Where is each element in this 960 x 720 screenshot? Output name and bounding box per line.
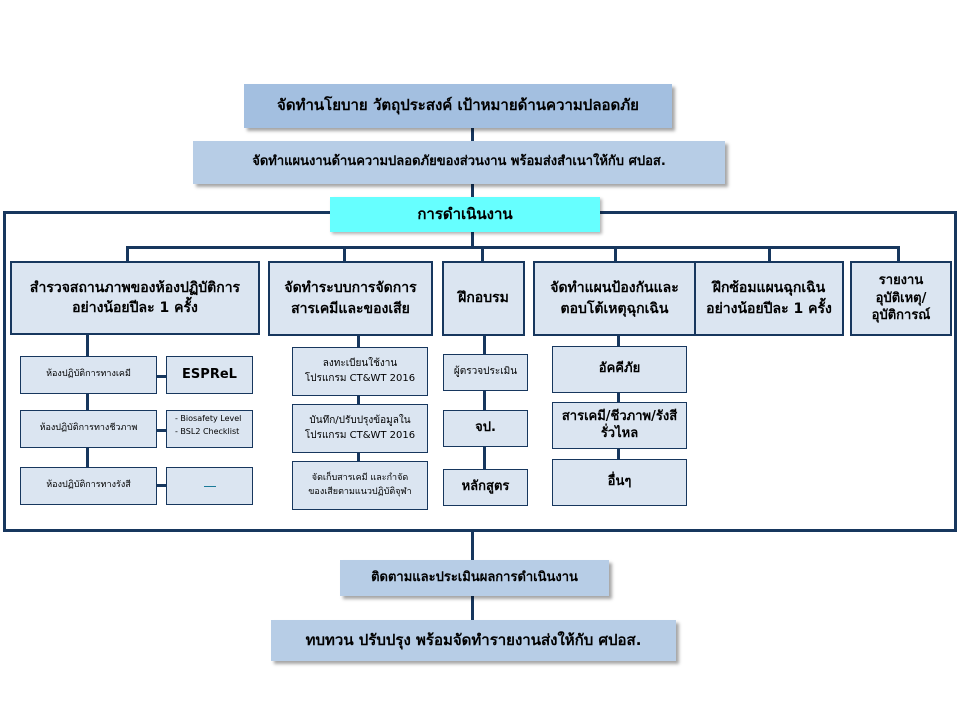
chemical-register-line2: โปรแกรม CT&WT 2016 <box>304 372 416 384</box>
connector-operation-down <box>471 231 474 248</box>
biosafety-level-text: - Biosafety Level <box>175 414 242 423</box>
column-emergency-plan-line2: ตอบโต้เหตุฉุกเฉิน <box>560 300 669 317</box>
policy-text: จัดทำนโยบาย วัตถุประสงค์ เป้าหมายด้านควา… <box>277 96 639 115</box>
column-emergency-drill-line2: อย่างน้อยปีละ 1 ครั้ง <box>706 300 832 317</box>
column-lab-survey: สำรวจสถานภาพของห้องปฏิบัติการ อย่างน้อยป… <box>10 261 260 335</box>
training-course: หลักสูตร <box>443 469 528 506</box>
column-chemical-system-line2: สารเคมีและของเสีย <box>291 300 410 317</box>
connector-col2-vertical <box>357 336 360 464</box>
review-box: ทบทวน ปรับปรุง พร้อมจัดทำรายงานส่งให้กับ… <box>271 620 676 661</box>
lab-biology-label: ห้องปฏิบัติการทางชีวภาพ <box>39 423 138 434</box>
review-text: ทบทวน ปรับปรุง พร้อมจัดทำรายงานส่งให้กับ… <box>305 630 642 649</box>
lab-chemistry: ห้องปฏิบัติการทางเคมี <box>20 356 157 394</box>
plan-box: จัดทำแผนงานด้านความปลอดภัยของส่วนงาน พร้… <box>193 141 725 184</box>
column-accident-report-line1: รายงาน <box>878 273 924 289</box>
lab-biology: ห้องปฏิบัติการทางชีวภาพ <box>20 410 157 448</box>
chemical-register-line1: ลงทะเบียนใช้งาน <box>322 358 398 369</box>
operation-text: การดำเนินงาน <box>417 204 513 223</box>
training-auditor-label: ผู้ตรวจประเมิน <box>453 366 518 378</box>
chemical-register: ลงทะเบียนใช้งาน โปรแกรม CT&WT 2016 <box>292 347 428 396</box>
operation-box: การดำเนินงาน <box>330 197 600 232</box>
lab-radiation-detail <box>166 467 253 505</box>
connector-col1-h2 <box>156 429 166 432</box>
connector-horizontal-bus <box>126 246 899 249</box>
connector-col3 <box>481 246 484 261</box>
emergency-spill: สารเคมี/ชีวภาพ/รังสี รั่วไหล <box>552 402 687 449</box>
plan-text: จัดทำแผนงานด้านความปลอดภัยของส่วนงาน พร้… <box>252 154 666 170</box>
connector-col6 <box>897 246 900 261</box>
column-training-title: ฝึกอบรม <box>458 290 509 307</box>
column-accident-report-line2: อุบัติเหตุ/ <box>875 290 927 306</box>
bsl2-checklist-text: - BSL2 Checklist <box>175 426 240 436</box>
connector-col1-h1 <box>156 375 166 378</box>
column-lab-survey-line2: อย่างน้อยปีละ 1 ครั้ง <box>72 300 198 316</box>
column-lab-survey-line1: สำรวจสถานภาพของห้องปฏิบัติการ <box>29 279 241 296</box>
monitor-box: ติดตามและประเมินผลการดำเนินงาน <box>340 560 609 596</box>
connector-col4-vertical <box>617 336 620 462</box>
dash-mark <box>203 485 216 487</box>
training-safety-officer: จป. <box>443 410 528 447</box>
chemical-storage-line2: ของเสียตามแนวปฏิบัติจุฬา <box>308 486 412 497</box>
espre-l-label: ESPReL <box>182 366 237 382</box>
monitor-text: ติดตามและประเมินผลการดำเนินงาน <box>371 569 578 585</box>
chemical-update: บันทึก/ปรับปรุงข้อมูลใน โปรแกรม CT&WT 20… <box>292 404 428 453</box>
training-course-label: หลักสูตร <box>461 479 510 495</box>
column-chemical-system: จัดทำระบบการจัดการ สารเคมีและของเสีย <box>268 261 433 336</box>
column-emergency-plan-line1: จัดทำแผนป้องกันและ <box>550 280 679 297</box>
emergency-other: อื่นๆ <box>552 459 687 506</box>
column-accident-report: รายงาน อุบัติเหตุ/ อุบัติการณ์ <box>850 261 952 336</box>
emergency-fire-label: อัคคีภัย <box>598 361 641 377</box>
connector-col5 <box>768 246 771 261</box>
connector-col3-vertical <box>483 336 486 472</box>
chemical-update-line1: บันทึก/ปรับปรุงข้อมูลใน <box>309 415 411 426</box>
training-safety-officer-label: จป. <box>475 420 496 436</box>
emergency-fire: อัคคีภัย <box>552 346 687 393</box>
chemical-storage: จัดเก็บสารเคมี และกำจัด ของเสียตามแนวปฏิ… <box>292 461 428 510</box>
training-auditor: ผู้ตรวจประเมิน <box>443 354 528 391</box>
emergency-other-label: อื่นๆ <box>607 474 632 490</box>
connector-col4 <box>614 246 617 261</box>
lab-chemistry-label: ห้องปฏิบัติการทางเคมี <box>46 369 131 380</box>
column-emergency-plan: จัดทำแผนป้องกันและ ตอบโต้เหตุฉุกเฉิน <box>533 261 696 336</box>
column-emergency-drill: ฝึกซ้อมแผนฉุกเฉิน อย่างน้อยปีละ 1 ครั้ง <box>694 261 844 336</box>
connector-col1-vertical <box>86 335 89 470</box>
lab-radiation: ห้องปฏิบัติการทางรังสี <box>20 467 157 505</box>
connector-top <box>471 128 474 142</box>
chemical-update-line2: โปรแกรม CT&WT 2016 <box>304 429 416 441</box>
connector-col1 <box>126 246 129 261</box>
column-emergency-drill-line1: ฝึกซ้อมแผนฉุกเฉิน <box>712 280 826 297</box>
column-chemical-system-line1: จัดทำระบบการจัดการ <box>284 280 417 297</box>
lab-chemistry-detail: ESPReL <box>166 356 253 394</box>
connector-frame-to-monitor <box>471 532 474 560</box>
chemical-storage-line1: จัดเก็บสารเคมี และกำจัด <box>311 473 409 484</box>
connector-monitor-to-review <box>471 596 474 620</box>
lab-radiation-label: ห้องปฏิบัติการทางรังสี <box>46 480 131 491</box>
policy-box: จัดทำนโยบาย วัตถุประสงค์ เป้าหมายด้านควา… <box>244 84 672 128</box>
connector-col1-h3 <box>156 484 166 487</box>
column-accident-report-line3: อุบัติการณ์ <box>871 308 931 324</box>
emergency-spill-line1: สารเคมี/ชีวภาพ/รังสี <box>561 408 678 424</box>
lab-biology-detail: - Biosafety Level - BSL2 Checklist <box>166 410 253 448</box>
column-training: ฝึกอบรม <box>442 261 525 336</box>
connector-col2 <box>343 246 346 261</box>
emergency-spill-line2: รั่วไหล <box>600 425 639 441</box>
